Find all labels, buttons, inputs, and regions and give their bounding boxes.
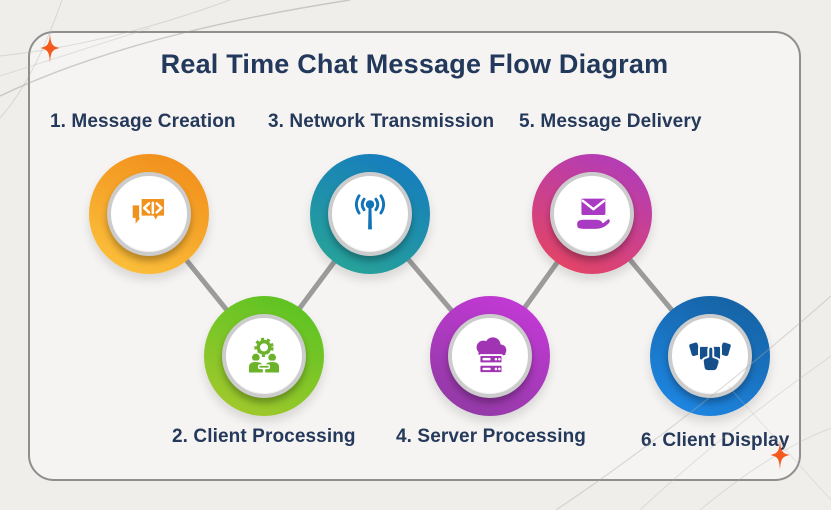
- touch-display-icon: [687, 333, 733, 379]
- hand-envelope-icon: [569, 191, 615, 237]
- node-label-server-processing: 4. Server Processing: [396, 426, 586, 447]
- node-message-delivery: [532, 154, 652, 274]
- node-client-display: [650, 296, 770, 416]
- sparkle-icon: [40, 33, 60, 63]
- diagram-title: Real Time Chat Message Flow Diagram: [160, 49, 669, 79]
- node-inner-circle: [448, 314, 532, 398]
- node-client-processing: [204, 296, 324, 416]
- node-message-creation: [89, 154, 209, 274]
- node-inner-circle: [550, 172, 634, 256]
- node-inner-circle: [222, 314, 306, 398]
- node-network-transmission: [310, 154, 430, 274]
- node-label-network-transmission: 3. Network Transmission: [268, 111, 495, 132]
- antenna-icon: [347, 191, 393, 237]
- node-label-message-creation: 1. Message Creation: [50, 111, 236, 132]
- node-inner-circle: [668, 314, 752, 398]
- node-label-message-delivery: 5. Message Delivery: [519, 111, 702, 132]
- node-server-processing: [430, 296, 550, 416]
- node-label-client-processing: 2. Client Processing: [172, 426, 356, 447]
- node-inner-circle: [328, 172, 412, 256]
- code-chat-icon: [126, 191, 172, 237]
- node-label-client-display: 6. Client Display: [641, 430, 790, 451]
- node-inner-circle: [107, 172, 191, 256]
- cloud-server-icon: [467, 333, 513, 379]
- team-gear-icon: [241, 333, 287, 379]
- diagram-card: Real Time Chat Message Flow Diagram 1. M…: [28, 31, 801, 481]
- sparkle-icon: [770, 440, 790, 470]
